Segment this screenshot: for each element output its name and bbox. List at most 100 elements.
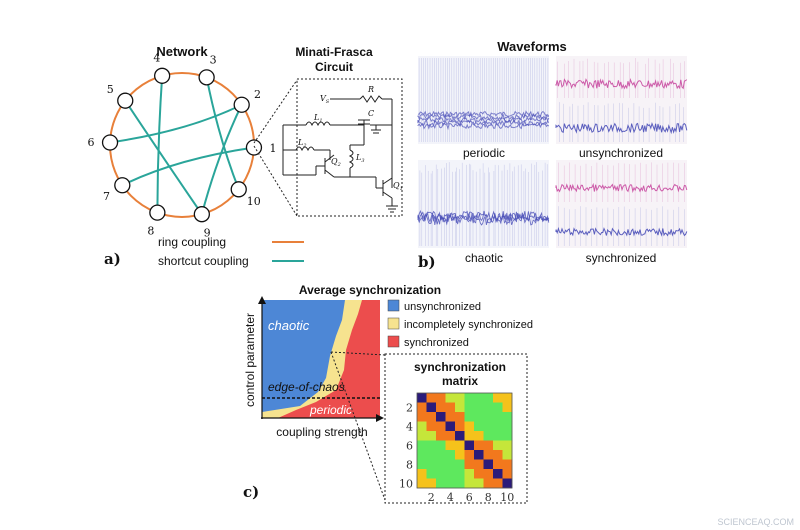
matrix-y-tick: 8 [406,458,413,471]
circuit-schematic [282,95,398,213]
matrix-cell [455,478,465,489]
matrix-cell [493,478,503,489]
matrix-cell [474,402,484,413]
matrix-cell [436,440,446,451]
matrix-cell [493,402,503,413]
network-node [233,96,250,113]
matrix-cell [445,469,456,479]
panel-a-label: a) [104,250,121,268]
legend-ring-label: ring coupling [158,235,226,249]
zoom-line-top [253,79,298,144]
wave-unsynchronized [555,56,688,144]
network-node [117,92,134,109]
matrix-cell [493,393,503,403]
panel-c-label: c) [243,483,259,501]
network-node [154,67,171,84]
avg-sync-title: Average synchronization [299,283,441,297]
matrix-cell [426,402,437,413]
matrix-cell [474,393,484,403]
circuit-labels: VS R L1 C L2 Q2 L3 Q1 [297,85,403,192]
matrix-cell [493,440,503,451]
matrix-cell [455,402,465,413]
matrix-cell [417,450,427,460]
matrix-y-tick: 10 [399,477,413,490]
shortcut-edge [121,146,255,187]
matrix-cell [426,431,437,441]
matrix-cell [502,421,513,432]
matrix-cell [426,450,437,460]
network-node [114,177,131,194]
matrix-cell [426,421,437,432]
network-node-label: 5 [107,83,114,96]
matrix-cell [474,421,484,432]
matrix-cell [483,478,494,489]
matrix-cell [417,459,427,470]
circuit-panel: Minati-Frasca Circuit [253,45,403,217]
wave-chaotic [417,160,550,248]
matrix-cell [502,402,513,413]
matrix-cell [436,393,446,403]
matrix-cell [464,459,475,470]
phase-legend: unsynchronized incompletely synchronized… [387,299,533,349]
matrix-cell [455,459,465,470]
legend-swatch-sync [387,335,400,348]
matrix-y-tick: 4 [406,420,413,433]
region-synchronized [278,300,380,418]
wave-synchronized [555,160,688,248]
matrix-cell [436,459,446,470]
matrix-title-line1: synchronization [414,360,506,374]
label-vs: VS [320,94,330,105]
matrix-cell [483,421,494,432]
matrix-cell [426,478,437,489]
matrix-x-tick: 2 [428,491,435,504]
network-node-label: 4 [153,52,160,65]
matrix-cell [493,469,503,479]
legend-label-unsync: unsynchronized [404,301,481,313]
matrix-cell [464,469,475,479]
network-title: Network [156,44,208,59]
label-q1: Q1 [393,181,403,192]
ylabel: control parameter [243,313,257,407]
network-node [193,206,210,223]
network-node-label: 7 [103,190,110,203]
matrix-cell [474,440,484,451]
synchronization-matrix [416,392,513,489]
label-r: R [367,85,374,94]
matrix-x-tick: 6 [466,491,473,504]
wave-periodic [417,56,550,144]
matrix-cell [502,440,513,451]
matrix-cell [426,393,437,403]
matrix-cell [464,412,475,422]
matrix-cell [483,393,494,403]
waveforms-title: Waveforms [497,39,567,54]
matrix-cell [483,459,494,470]
network-node [149,204,166,221]
matrix-cell [455,421,465,432]
network-node-label: 9 [204,226,211,239]
matrix-cell [455,450,465,460]
matrix-cell [483,469,494,479]
legend-shortcut-label: shortcut coupling [158,254,249,268]
panel-b: Waveforms periodic unsynchronized chaoti… [417,39,688,271]
network-node-label: 6 [88,136,95,149]
matrix-cell [426,440,437,451]
watermark: SCIENCEAQ.COM [717,517,794,527]
matrix-cell [502,393,513,403]
matrix-cell [483,412,494,422]
matrix-cell [502,431,513,441]
legend-label-sync: synchronized [404,337,469,349]
matrix-cell [445,459,456,470]
matrix-cell [417,402,427,413]
label-l3: L3 [355,153,365,164]
matrix-cell [445,478,456,489]
label-l2: L2 [297,138,307,149]
legend-swatch-incomplete [387,317,400,330]
matrix-title-line2: matrix [442,374,478,388]
matrix-cell [474,478,484,489]
matrix-cell [493,450,503,460]
matrix-cell [464,402,475,413]
network-node-label: 2 [254,88,261,101]
